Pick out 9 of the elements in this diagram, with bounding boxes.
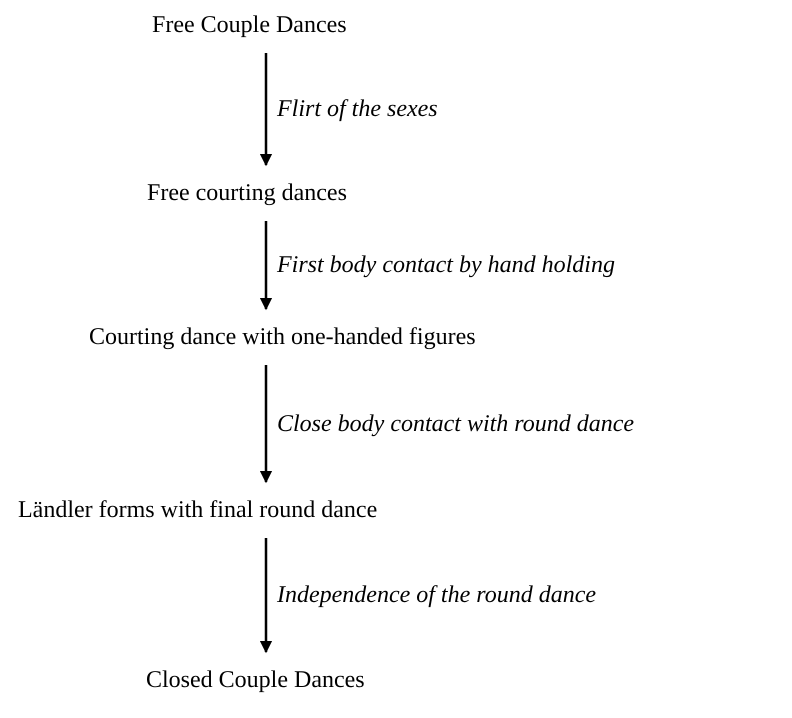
stage-label: Courting dance with one-handed figures	[89, 323, 476, 351]
arrow	[260, 365, 272, 484]
stage-label: Ländler forms with final round dance	[18, 496, 378, 524]
arrow	[260, 221, 272, 310]
stage-label: Closed Couple Dances	[146, 666, 365, 694]
stage-label: Free courting dances	[147, 179, 347, 207]
arrow	[260, 538, 272, 654]
arrow	[260, 53, 272, 166]
stage-label: Free Couple Dances	[152, 11, 347, 39]
